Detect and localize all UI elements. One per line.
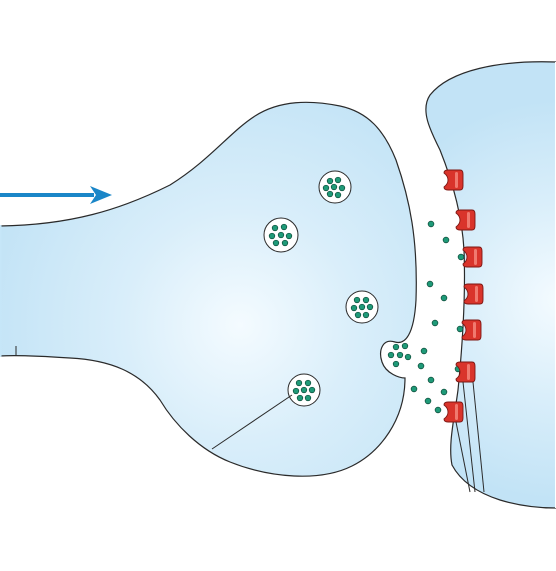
right-arrow-icon <box>0 186 112 204</box>
receptor-channel-icon <box>443 401 464 423</box>
fusing-vesicle <box>387 342 412 368</box>
vesicle <box>287 373 321 407</box>
receptor-channel-icon <box>455 209 476 231</box>
postsynaptic-membrane <box>425 61 556 509</box>
presynaptic-membrane <box>0 101 417 477</box>
vesicle <box>263 217 299 253</box>
vesicle <box>345 290 379 324</box>
released-neurotransmitters <box>410 220 465 414</box>
presynaptic-terminal <box>0 101 417 477</box>
leader-lines <box>15 346 485 493</box>
receptor-channel-icon <box>443 169 464 191</box>
postsynaptic-cell <box>425 61 556 509</box>
vesicle <box>318 170 352 204</box>
